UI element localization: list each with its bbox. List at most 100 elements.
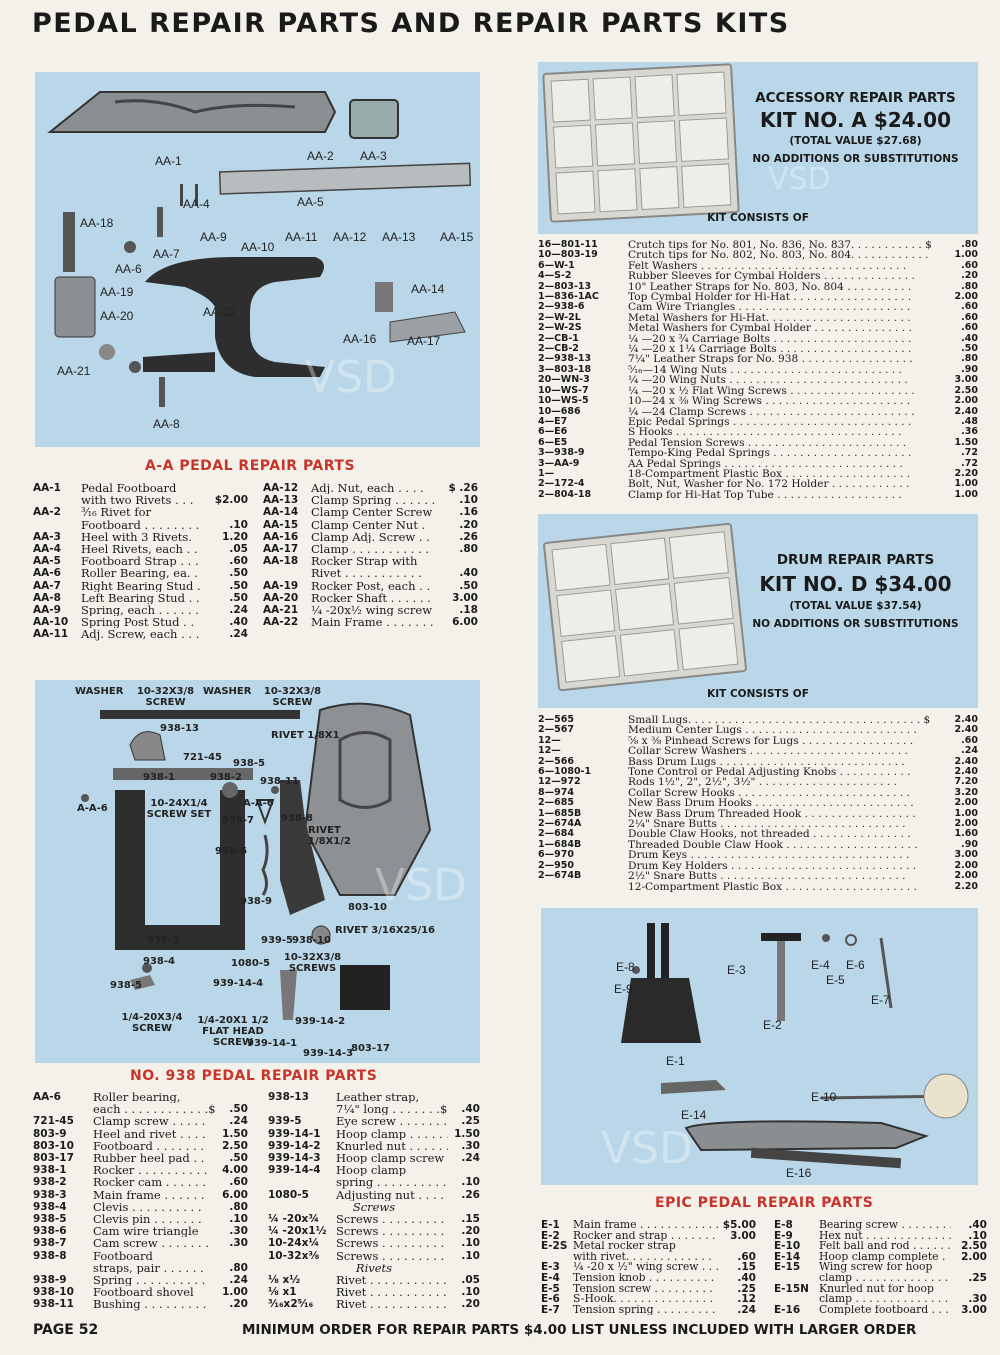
part-price: [448, 1091, 480, 1103]
part-description: Clamp screw . . . . .: [93, 1115, 206, 1128]
part-description: Adj. Nut, each . . . .: [311, 482, 424, 495]
kit-item-desc: 2½" Snare Butts . . . . . . . . . . . . …: [628, 871, 906, 882]
part-price: .24: [737, 1303, 756, 1316]
part-code: [268, 1176, 336, 1188]
part-code: AA-1: [33, 482, 61, 494]
kit-d-consists-label: KIT CONSISTS OF: [707, 688, 809, 700]
part-price: 1.50: [454, 1127, 480, 1140]
part-price: .80: [229, 1261, 248, 1274]
part-price: .60: [737, 1250, 756, 1263]
parts-row: Footboard . . . . . . . ..10: [33, 519, 248, 531]
part-code: AA-16: [263, 530, 299, 543]
part-price: .16: [459, 506, 478, 519]
part-price: [208, 482, 248, 494]
part-code: [33, 519, 81, 531]
watermark: VSD: [375, 860, 467, 911]
subheading: Screws: [352, 1200, 396, 1214]
part-description: ¼ -20 x ½" wing screw . . .: [573, 1262, 718, 1273]
part-label: 1080-5: [231, 958, 270, 969]
part-label: AA-3: [360, 149, 387, 163]
part-price: .80: [229, 1200, 248, 1213]
part-label: 938-5: [110, 980, 142, 991]
parts-row: Rivets: [268, 1262, 480, 1274]
part-label: 803-17: [351, 1043, 390, 1054]
part-description: straps, pair . . . . . .: [93, 1261, 204, 1275]
kit-item-code: 2—684: [538, 828, 574, 840]
part-description: Roller bearing,: [93, 1091, 181, 1104]
kit-item-desc: Drum Key Holders . . . . . . . . . . . .…: [628, 860, 917, 872]
part-label: AA-11: [285, 230, 318, 244]
kit-item-code: 6—1080-1: [538, 766, 592, 778]
part-price: .40: [737, 1271, 756, 1284]
part-price: 2.50: [961, 1240, 987, 1253]
part-price: .50: [229, 591, 248, 604]
part-description: with two Rivets . . .: [81, 494, 194, 507]
kit-item-price: 3.00: [954, 849, 978, 861]
part-price: .24: [229, 604, 248, 617]
part-label: AA-10: [241, 240, 275, 254]
part-description: Adj. Screw, each . . .: [81, 628, 200, 641]
part-description: spring . . . . . . . . . .: [336, 1176, 447, 1189]
part-code: AA-20: [263, 591, 299, 604]
part-code: 938-3: [33, 1188, 67, 1201]
part-description: with rivet. . . . . . . . . . . . .: [573, 1251, 712, 1263]
kit-item-desc: ¼ —20 Wing Nuts . . . . . . . . . . . . …: [628, 375, 908, 386]
kit-item-code: 12—972: [538, 776, 581, 788]
part-description: Roller Bearing, ea. .: [81, 567, 198, 580]
kit-a-title: KIT NO. A $24.00: [759, 108, 952, 132]
part-price: .50: [229, 579, 248, 592]
kit-item-desc: Metal Washers for Cymbal Holder . . . . …: [628, 323, 912, 334]
kit-item-code: 2—W-2L: [538, 311, 581, 323]
part-code: ⅛ x½: [268, 1274, 301, 1287]
part-price: 6.00: [222, 1188, 248, 1201]
part-label: 938-2: [210, 772, 242, 783]
kit-item-code: 1—684B: [538, 838, 582, 850]
part-description: Rocker Strap with: [311, 555, 418, 568]
part-description: Clamp . . . . . . . . . . .: [311, 543, 430, 556]
kit-item-desc: ¼ —20 x 1¼ Carriage Bolts . . . . . . . …: [628, 344, 912, 355]
part-label: 10-32X3/8 SCREW: [136, 686, 195, 708]
part-description: Right Bearing Stud .: [81, 579, 201, 592]
kit-item-desc: Tempo-King Pedal Springs . . . . . . . .…: [628, 448, 912, 459]
part-description: Rocker Post, each . .: [311, 579, 431, 592]
part-code: ³⁄₁₆x2⁵⁄₁₆: [268, 1298, 314, 1311]
kit-item-price: 1.60: [954, 828, 978, 840]
kit-item-desc: Rubber Sleeves for Cymbal Holders . . . …: [628, 271, 915, 282]
part-code: AA-13: [263, 494, 299, 507]
part-label: AA-5: [297, 195, 324, 209]
part-code: 939-5: [268, 1115, 302, 1128]
kit-item-price: 2.00: [954, 859, 978, 871]
kit-item-desc: Small Lugs. . . . . . . . . . . . . . . …: [628, 715, 931, 726]
part-label: E-1: [666, 1054, 685, 1068]
part-label: E-7: [871, 993, 890, 1007]
kit-item-code: 1—836-1AC: [538, 291, 599, 303]
part-label: AA-13: [382, 230, 416, 244]
watermark: VSD: [768, 162, 831, 197]
kit-item-price: 1.50: [954, 436, 978, 448]
kit-item-desc: New Bass Drum Threaded Hook . . . . . . …: [628, 808, 916, 820]
part-code: 938-9: [33, 1274, 67, 1287]
